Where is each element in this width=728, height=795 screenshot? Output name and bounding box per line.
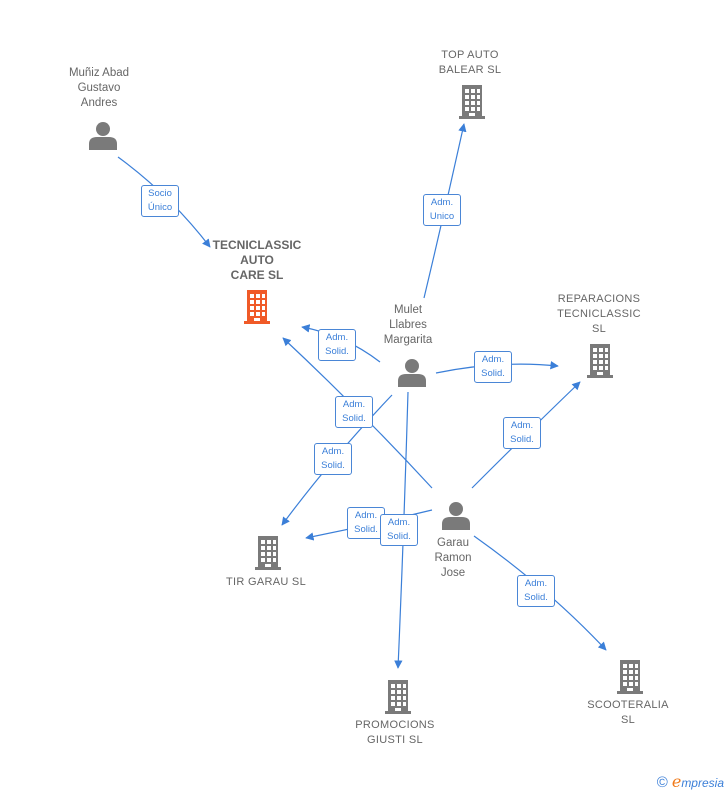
edge-tag-adm-solid: Adm. Solid. (318, 329, 356, 361)
node-label-reparacions[interactable]: REPARACIONS TECNICLASSIC SL (557, 293, 641, 335)
edge-tag-adm-solid: Adm. Solid. (517, 575, 555, 607)
person-icon (89, 122, 117, 150)
building-icon (587, 344, 613, 378)
edge-tag-adm-solid: Adm. Solid. (503, 417, 541, 449)
brand-logo-e: e (671, 772, 682, 791)
building-icon (617, 660, 643, 694)
person-icon (398, 359, 426, 387)
edge-tag-adm-solid: Adm. Solid. (335, 396, 373, 428)
node-label-muniz[interactable]: Muñiz Abad Gustavo Andres (68, 67, 130, 109)
copyright-icon: © (656, 774, 668, 791)
brand-name: mpresia (681, 776, 724, 790)
building-icon (244, 290, 270, 324)
node-label-garau[interactable]: Garau Ramon Jose (434, 537, 472, 579)
footer-brand[interactable]: ©empresia (657, 772, 724, 791)
node-label-topauto[interactable]: TOP AUTO BALEAR SL (438, 49, 502, 76)
building-icon (459, 85, 485, 119)
edge-tag-adm-solid: Adm. Solid. (314, 443, 352, 475)
edge-tag-adm-unico: Adm. Unico (423, 194, 461, 226)
node-label-promocions[interactable]: PROMOCIONS GIUSTI SL (355, 719, 435, 746)
node-label-scooteralia[interactable]: SCOOTERALIA SL (587, 699, 669, 726)
node-label-tirgarau[interactable]: TIR GARAU SL (225, 576, 306, 588)
building-icon (255, 536, 281, 570)
person-icon (442, 502, 470, 530)
edge-tag-socio-unico: Socio Único (141, 185, 179, 217)
node-label-mulet[interactable]: Mulet Llabres Margarita (383, 304, 433, 346)
building-icon (385, 680, 411, 714)
edge-tag-adm-solid: Adm. Solid. (474, 351, 512, 383)
edge-tag-adm-solid: Adm. Solid. (380, 514, 418, 546)
node-label-tecniclassic[interactable]: TECNICLASSIC AUTO CARE SL (212, 238, 302, 282)
